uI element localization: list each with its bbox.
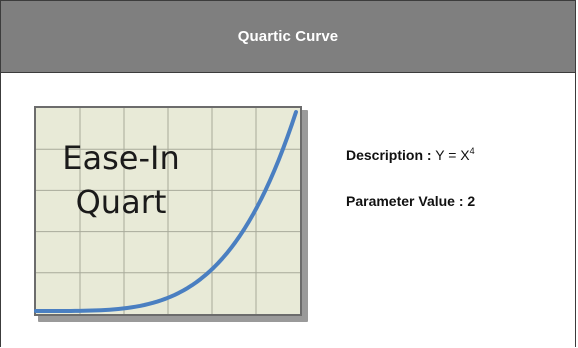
panel-title: Quartic Curve [237, 28, 339, 45]
easing-curve [34, 110, 298, 313]
easing-graph: Ease-In Quart [34, 106, 302, 316]
parameter-label: Parameter Value : [346, 193, 464, 209]
graph-label-line1: Ease-In [62, 139, 180, 177]
graph-label: Ease-In Quart [36, 136, 206, 224]
panel-header: Quartic Curve [1, 1, 575, 73]
description-label: Description : [346, 147, 432, 163]
easing-curve-plot [34, 108, 300, 314]
graph-cell: Ease-In Quart [1, 73, 321, 348]
parameter-row: Parameter Value : 2 [346, 193, 475, 209]
graph-label-line2: Quart [75, 183, 167, 221]
description-formula: Y = X4 [435, 146, 475, 164]
parameter-value: 2 [467, 193, 476, 209]
formula-exponent: 4 [469, 146, 475, 156]
formula-base: Y = X [435, 147, 470, 163]
description-row: Description : Y = X4 [346, 146, 475, 164]
graph-thumbnail: Ease-In Quart [34, 106, 308, 322]
